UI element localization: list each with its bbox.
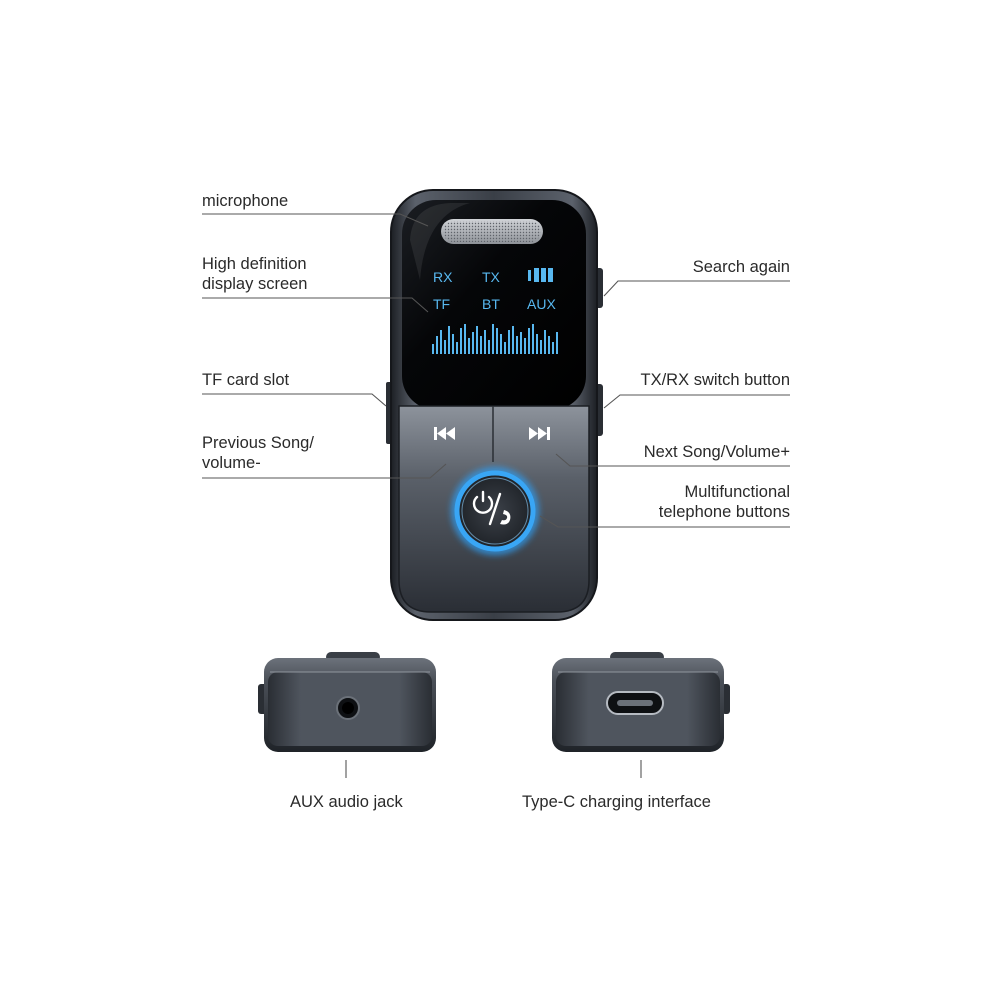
label-multifunction: Multifunctional telephone buttons: [659, 482, 790, 522]
label-display-line2: display screen: [202, 275, 308, 293]
label-previous-line1: Previous Song/: [202, 434, 314, 452]
equalizer-bar: [528, 328, 530, 354]
equalizer-bar: [444, 340, 446, 354]
power-phone-icon: [472, 490, 511, 526]
label-search-again: Search again: [693, 257, 790, 277]
label-typec-text: Type-C charging interface: [522, 793, 711, 811]
equalizer-bar: [448, 326, 450, 354]
label-search-again-text: Search again: [692, 258, 790, 276]
equalizer-bar: [520, 332, 522, 354]
label-txrx-text: TX/RX switch button: [640, 371, 790, 389]
aux-end-view: [258, 652, 436, 752]
label-aux-jack: AUX audio jack: [290, 792, 403, 812]
equalizer-bar: [516, 336, 518, 354]
equalizer-bar: [544, 330, 546, 354]
device-screen: [402, 200, 586, 410]
screen-tx: TX: [482, 269, 501, 285]
label-display-line1: High definition: [202, 255, 307, 273]
screen-aux: AUX: [527, 296, 556, 312]
equalizer-bar: [548, 336, 550, 354]
label-tf-slot: TF card slot: [202, 370, 289, 390]
equalizer-bar: [452, 334, 454, 354]
label-microphone: microphone: [202, 191, 288, 211]
equalizer-bar: [524, 338, 526, 354]
equalizer-bar: [536, 334, 538, 354]
equalizer-bar: [532, 324, 534, 354]
leader-tf-slot: [202, 393, 387, 407]
equalizer-bar: [480, 336, 482, 354]
equalizer-bar: [464, 324, 466, 354]
label-next-text: Next Song/Volume+: [643, 443, 790, 461]
label-previous-line2: volume-: [202, 454, 261, 472]
equalizer-bar: [496, 328, 498, 354]
equalizer-bar: [540, 340, 542, 354]
battery-icon: [528, 268, 553, 282]
equalizer-bar: [556, 332, 558, 354]
equalizer-bar: [440, 330, 442, 354]
search-again-side-button[interactable]: [594, 268, 603, 308]
equalizer-bar: [472, 332, 474, 354]
equalizer-bar: [436, 336, 438, 354]
device-body: [390, 189, 598, 621]
equalizer-bar: [512, 326, 514, 354]
equalizer-bar: [432, 344, 434, 354]
previous-track-icon: [434, 427, 455, 440]
leader-display: [202, 297, 429, 313]
next-track-icon: [529, 427, 550, 440]
equalizer-visualizer: [432, 324, 558, 354]
next-track-button[interactable]: [494, 407, 588, 465]
equalizer-bar: [484, 330, 486, 354]
label-aux-jack-text: AUX audio jack: [290, 793, 403, 811]
tf-card-slot: [386, 382, 392, 444]
label-microphone-text: microphone: [202, 192, 289, 210]
label-display: High definition display screen: [202, 254, 307, 294]
equalizer-bar: [504, 342, 506, 354]
txrx-side-button[interactable]: [594, 384, 603, 436]
label-multifunction-line1: Multifunctional: [684, 483, 790, 501]
label-previous: Previous Song/ volume-: [202, 433, 314, 473]
equalizer-bar: [492, 324, 494, 354]
typec-port: [606, 691, 664, 715]
leader-search: [603, 280, 790, 297]
screen-rx: RX: [433, 269, 453, 285]
typec-end-view: [552, 652, 730, 752]
label-txrx: TX/RX switch button: [641, 370, 790, 390]
equalizer-bar: [476, 326, 478, 354]
label-next: Next Song/Volume+: [644, 442, 790, 462]
previous-track-button[interactable]: [400, 407, 492, 465]
label-tf-slot-text: TF card slot: [202, 371, 290, 389]
equalizer-bar: [468, 338, 470, 354]
equalizer-bar: [488, 340, 490, 354]
leader-microphone: [202, 213, 429, 227]
equalizer-bar: [500, 334, 502, 354]
equalizer-bar: [456, 342, 458, 354]
equalizer-bar: [552, 342, 554, 354]
label-typec: Type-C charging interface: [522, 792, 711, 812]
aux-jack-port: [336, 696, 360, 720]
control-panel: [399, 406, 589, 612]
leader-txrx: [603, 394, 790, 409]
screen-bt: BT: [482, 296, 500, 312]
multifunction-phone-button[interactable]: [451, 467, 539, 555]
equalizer-bar: [508, 330, 510, 354]
microphone-grille: [441, 219, 543, 244]
screen-tf: TF: [433, 296, 450, 312]
equalizer-bar: [460, 328, 462, 354]
label-multifunction-line2: telephone buttons: [658, 503, 790, 521]
